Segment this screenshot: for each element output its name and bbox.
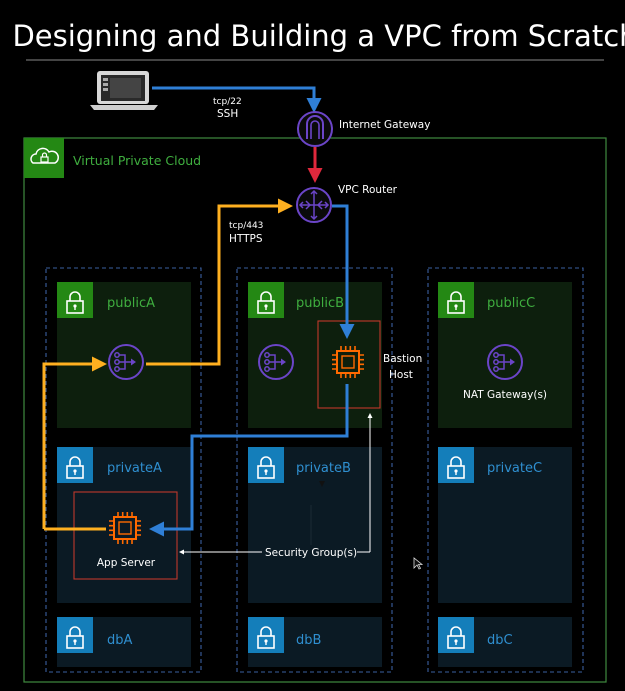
availability-zone-a: [45, 267, 202, 673]
subnet-privateA: privateA: [57, 447, 191, 603]
ssh-port-label: tcp/22: [213, 97, 242, 107]
bastion-label-line2: Host: [389, 369, 413, 381]
laptop-icon: [90, 71, 158, 110]
security-groups-label: Security Group(s): [265, 547, 357, 559]
lock-icon: [248, 282, 284, 318]
subnet-dbC: dbC: [438, 617, 572, 667]
subnet-privateC: privateC: [438, 447, 572, 603]
subnet-label: dbC: [487, 633, 513, 648]
vpc-router-label: VPC Router: [338, 184, 398, 196]
lock-icon: [438, 282, 474, 318]
https-flow-line-a: [42, 364, 106, 531]
https-flow-line-b: [146, 198, 293, 366]
faint-arrow: [319, 481, 325, 487]
ssh-to-bastion-line: [332, 204, 355, 339]
ssh-label: SSH: [217, 108, 238, 120]
subnet-privateB: privateB: [248, 447, 382, 603]
subnet-label: dbA: [107, 633, 133, 648]
lock-icon: [57, 617, 93, 653]
app-server-box: [73, 491, 178, 580]
bastion-label-line1: Bastion: [383, 353, 422, 365]
subnet-dbA: dbA: [57, 617, 191, 667]
lock-icon: [57, 447, 93, 483]
vpc-cloud-icon: [24, 138, 64, 178]
https-label: HTTPS: [229, 233, 263, 245]
lock-icon: [438, 447, 474, 483]
https-port-label: tcp/443: [229, 221, 263, 231]
subnet-label: publicC: [487, 296, 535, 311]
internet-gateway-icon: [297, 111, 333, 147]
availability-zone-b: [236, 267, 393, 673]
bastion-to-app-line: [149, 384, 349, 537]
mouse-cursor-icon: [413, 557, 424, 570]
subnet-label: privateC: [487, 461, 542, 476]
lock-icon: [248, 617, 284, 653]
lock-icon: [248, 447, 284, 483]
subnet-label: privateB: [296, 461, 351, 476]
lock-icon: [438, 617, 474, 653]
vpc-label: Virtual Private Cloud: [73, 153, 201, 168]
page-title: Designing and Building a VPC from Scratc…: [12, 19, 625, 53]
bastion-host-box: [317, 320, 381, 409]
vpc-router-icon: [296, 187, 332, 223]
app-server-label: App Server: [97, 557, 156, 569]
internet-gateway-label: Internet Gateway: [339, 119, 430, 131]
subnet-label: dbB: [296, 633, 321, 648]
subnet-label: publicA: [107, 296, 155, 311]
nat-gateway-label: NAT Gateway(s): [463, 389, 547, 401]
subnet-publicC: publicC: [438, 282, 572, 428]
subnet-label: privateA: [107, 461, 162, 476]
lock-icon: [57, 282, 93, 318]
availability-zone-c: [427, 267, 584, 673]
subnet-label: publicB: [296, 296, 344, 311]
ssh-flow-line: [152, 86, 322, 113]
subnet-dbB: dbB: [248, 617, 382, 667]
